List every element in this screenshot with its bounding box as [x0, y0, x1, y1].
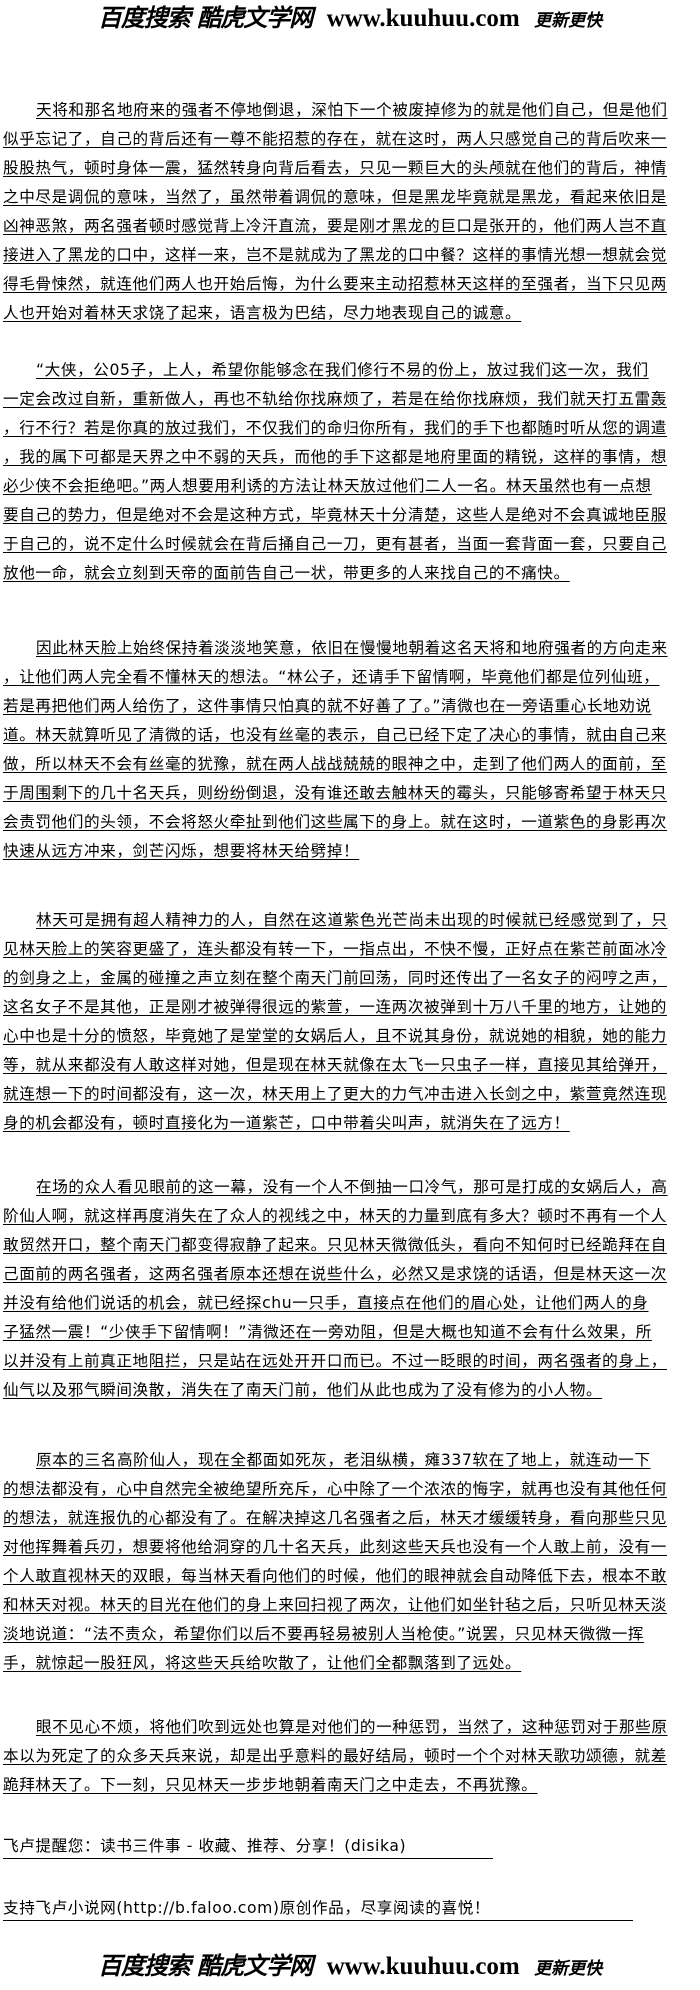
text-line: 子猛然一震！“少侠手下留情啊！”清微还在一旁劝阻，但是大概也知道不会有什么效果，…: [3, 1323, 652, 1341]
footer-support-link[interactable]: 支持飞卢小说网(http://b.faloo.com)原创作品，尽享阅读的喜悦！: [3, 1896, 633, 1921]
text-line: 个人敢直视林天的双眼，每当林天看向他们的时候，他们的眼神就会自动降低下去，根本不…: [3, 1567, 667, 1585]
paragraph: 原本的三名高阶仙人，现在全都面如死灰，老泪纵横，瘫337软在了地上，就连动一下的…: [3, 1446, 693, 1678]
text-line: 心中也是十分的愤怒，毕竟她了是堂堂的女娲后人，且不说其身份，就说她的相貌，她的能…: [3, 1027, 667, 1045]
paragraph: 眼不见心不烦，将他们吹到远处也算是对他们的一种惩罚，当然了，这种惩罚对于那些原本…: [3, 1713, 693, 1800]
banner-site-name: 百度搜索 酷虎文学网: [97, 1951, 313, 1980]
text-line: 和林天对视。林天的目光在他们的身上来回扫视了两次，让他们如坐针毡之后，只听见林天…: [3, 1596, 667, 1614]
text-line: 于周围剩下的几十名天兵，则纷纷倒退，没有谁还敢去触林天的霉头，只能够寄希望于林天…: [3, 784, 667, 802]
text-line: 淡地说道：“法不责众，希望你们以后不要再轻易被别人当枪使。”说罢，只见林天微微一…: [3, 1625, 645, 1643]
text-line: 的剑身之上，金属的碰撞之声立刻在整个南天门前回荡，同时还传出了一名女子的闷哼之声…: [3, 969, 667, 987]
text-line: ，行不行？若是你真的放过我们，不仅我们的命归你所有，我们的手下也都随时听从您的调…: [3, 419, 667, 437]
text-line: 己面前的两名强者，这两名强者原本还想在说些什么，必然又是求饶的话语，但是林天这一…: [3, 1265, 667, 1283]
banner-url: www.kuuhuu.com: [326, 1953, 520, 1980]
text-line: 要自己的势力，但是绝对不会是这种方式，毕竟林天十分清楚，这些人是绝对不会真诚地臣…: [3, 506, 667, 524]
text-line: “大侠，公05子，上人，希望你能够念在我们修行不易的份上，放过我们这一次，我们: [36, 361, 649, 379]
text-line: 敢贸然开口，整个南天门都变得寂静了起来。只见林天微微低头，看向不知何时已经跪拜在…: [3, 1236, 667, 1254]
text-line: 若是再把他们两人给伤了，这件事情只怕真的就不好善了了。”清微也在一旁语重心长地劝…: [3, 697, 652, 715]
paragraph: 天将和那名地府来的强者不停地倒退，深怕下一个被废掉修为的就是他们自己，但是他们似…: [3, 96, 693, 328]
text-line: 本以为死定了的众多天兵来说，却是出乎意料的最好结局，顿时一个个对林天歌功颂德，就…: [3, 1747, 667, 1765]
banner-site-name: 百度搜索 酷虎文学网: [97, 3, 313, 32]
paragraph: 因此林天脸上始终保持着淡淡地笑意，依旧在慢慢地朝着这名天将和地府强者的方向走来 ，…: [3, 634, 693, 866]
text-line: 于自己的，说不定什么时候就会在背后捅自己一刀，更有甚者，当面一套背面一套，只要自…: [3, 535, 667, 553]
text-line: 身的机会都没有，顿时直接化为一道紫芒，口中带着尖叫声，就消失在了远方！: [3, 1114, 570, 1132]
paragraph: “大侠，公05子，上人，希望你能够念在我们修行不易的份上，放过我们这一次，我们一…: [3, 356, 693, 588]
text-line: 一定会改过自新，重新做人，再也不轨给你找麻烦了，若是在给你找麻烦，我们就天打五雷…: [3, 390, 667, 408]
text-line: 凶神恶煞，两名强者顿时感觉背上冷汗直流，要是刚才黑龙的巨口是张开的，他们两人岂不…: [3, 217, 667, 235]
text-line: 就连想一下的时间都没有，这一次，林天用上了更大的力气冲击进入长剑之中，紫萱竟然连…: [3, 1085, 667, 1103]
text-line: 得毛骨悚然，就连他们两人也开始后悔，为什么要来主动招惹林天这样的至强者，当下只见…: [3, 275, 667, 293]
paragraph: 林天可是拥有超人精神力的人，自然在这道紫色光芒尚未出现的时候就已经感觉到了，只见…: [3, 906, 693, 1138]
text-line: 仙气以及邪气瞬间涣散，消失在了南天门前，他们从此也成为了没有修为的小人物。: [3, 1381, 603, 1399]
text-line: ，让他们两人完全看不懂林天的想法。“林公子，还请手下留情啊，毕竟他们都是位列仙班…: [3, 668, 660, 686]
footer-reminder: 飞卢提醒您：读书三件事 - 收藏、推荐、分享！(disika): [3, 1834, 493, 1859]
text-line: 因此林天脸上始终保持着淡淡地笑意，依旧在慢慢地朝着这名天将和地府强者的方向走来: [36, 639, 668, 657]
text-line: 跪拜林天了。下一刻，只见林天一步步地朝着南天门之中走去，不再犹豫。: [3, 1776, 538, 1794]
text-line: 之中尽是调侃的意味，当然了，虽然带着调侃的意味，但是黑龙毕竟就是黑龙，看起来依旧…: [3, 188, 667, 206]
banner-slogan: 更新更快: [534, 11, 603, 31]
banner-url: www.kuuhuu.com: [326, 5, 520, 32]
site-banner-top: 百度搜索 酷虎文学网 www.kuuhuu.com 更新更快: [0, 2, 700, 37]
text-line: 并没有给他们说话的机会，就已经探chu一只手，直接点在他们的眉心处，让他们两人的…: [3, 1294, 649, 1312]
text-line: 似乎忘记了，自己的背后还有一尊不能招惹的存在，就在这时，两人只感觉自己的背后吹来…: [3, 130, 667, 148]
text-line: 在场的众人看见眼前的这一幕，没有一个人不倒抽一口冷气，那可是打成的女娲后人，高: [36, 1178, 668, 1196]
site-banner-bottom: 百度搜索 酷虎文学网 www.kuuhuu.com 更新更快: [0, 1950, 700, 1985]
text-line: 放他一命，就会立刻到天帝的面前告自己一状，带更多的人来找自己的不痛快。: [3, 564, 570, 582]
text-line: 会责罚他们的头领，不会将怒火牵扯到他们这些属下的身上。就在这时，一道紫色的身影再…: [3, 813, 667, 831]
text-line: ，我的属下可都是天界之中不弱的天兵，而他的手下这都是地府里面的精锐，这样的事情，…: [3, 448, 667, 466]
text-line: 手，就惊起一股狂风，将这些天兵给吹散了，让他们全都飘落到了远处。: [3, 1654, 522, 1672]
text-line: 人也开始对着林天求饶了起来，语言极为巴结，尽力地表现自己的诚意。: [3, 304, 522, 322]
paragraph: 在场的众人看见眼前的这一幕，没有一个人不倒抽一口冷气，那可是打成的女娲后人，高阶…: [3, 1173, 693, 1405]
text-line: 林天可是拥有超人精神力的人，自然在这道紫色光芒尚未出现的时候就已经感觉到了，只: [36, 911, 668, 929]
text-line: 股股热气，顿时身体一震，猛然转身向背后看去，只见一颗巨大的头颅就在他们的背后，神…: [3, 159, 667, 177]
text-line: 的想法都没有，心中自然完全被绝望所充斥，心中除了一个浓浓的悔字，就再也没有其他任…: [3, 1480, 667, 1498]
text-line: 必少侠不会拒绝吧。”两人想要用利诱的方法让林天放过他们二人一名。林天虽然也有一点…: [3, 477, 652, 495]
text-line: 天将和那名地府来的强者不停地倒退，深怕下一个被废掉修为的就是他们自己，但是他们: [36, 101, 668, 119]
text-line: 对他挥舞着兵刃，想要将他给洞穿的几十名天兵，此刻这些天兵也没有一个人敢上前，没有…: [3, 1538, 667, 1556]
text-line: 的想法，就连报仇的心都没有了。在解决掉这几名强者之后，林天才缓缓转身，看向那些只…: [3, 1509, 667, 1527]
text-line: 见林天脸上的笑容更盛了，连头都没有转一下，一指点出，不快不慢，正好点在紫芒前面冰…: [3, 940, 667, 958]
text-line: 道。林天就算听见了清微的话，也没有丝毫的表示，自己已经下定了决心的事情，就由自己…: [3, 726, 667, 744]
text-line: 阶仙人啊，就这样再度消失在了众人的视线之中，林天的力量到底有多大？顿时不再有一个…: [3, 1207, 667, 1225]
text-line: 接进入了黑龙的口中，这样一来，岂不是就成为了黑龙的口中餐？这样的事情光想一想就会…: [3, 246, 667, 264]
text-line: 做，所以林天不会有丝毫的犹豫，就在两人战战兢兢的眼神之中，走到了他们两人的面前，…: [3, 755, 667, 773]
text-line: 这名女子不是其他，正是刚才被弹得很远的紫萱，一连两次被弹到十万八千里的地方，让她…: [3, 998, 667, 1016]
banner-slogan: 更新更快: [534, 1959, 603, 1979]
text-line: 眼不见心不烦，将他们吹到远处也算是对他们的一种惩罚，当然了，这种惩罚对于那些原: [36, 1718, 668, 1736]
text-line: 快速从远方冲来，剑芒闪烁，想要将林天给劈掉！: [3, 842, 360, 860]
text-line: 以并没有上前真正地阻拦，只是站在远处开开口而已。不过一眨眼的时间，两名强者的身上…: [3, 1352, 667, 1370]
text-line: 原本的三名高阶仙人，现在全都面如死灰，老泪纵横，瘫337软在了地上，就连动一下: [36, 1451, 651, 1469]
text-line: 等，就从来都没有人敢这样对她，但是现在林天就像在太飞一只虫子一样，直接见其给弹开…: [3, 1056, 667, 1074]
